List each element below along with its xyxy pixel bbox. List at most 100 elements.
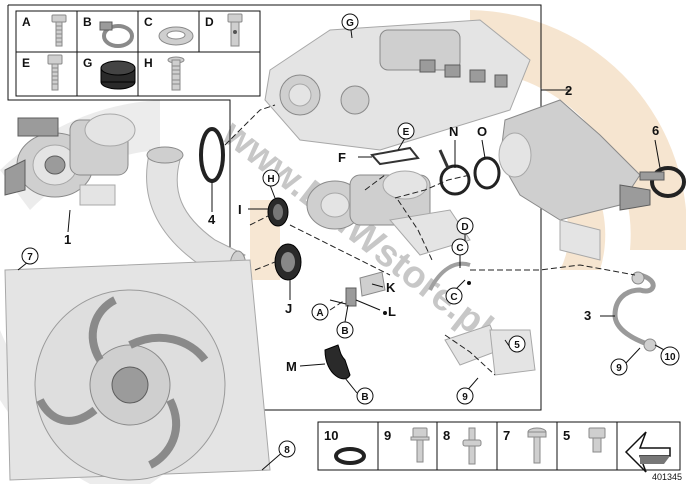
stud-icon [462,427,482,465]
fan-shroud-part-7 [4,259,271,481]
label-part-2: 2 [565,83,572,98]
circled-label-9-right: 9 [610,358,628,376]
legend-cell-8: 8 [443,427,482,465]
torx-screw-icon [527,427,547,464]
hex-bolt-icon-5 [588,427,606,453]
circled-label-10: 10 [660,346,680,366]
svg-text:A: A [316,308,323,319]
svg-text:G: G [346,18,354,29]
legend-number-7: 7 [503,428,510,443]
legend-letter-G: G [83,56,92,70]
legend-cell-H: H [144,56,185,91]
seal-ring-part-O [473,156,501,190]
legend-letter-C: C [144,15,153,29]
circled-label-D: D [456,217,474,235]
svg-text:B: B [361,392,368,403]
legend-number-10: 10 [324,428,338,443]
top-legend-table: A B C D [15,10,261,97]
connection-dots [383,281,471,315]
svg-text:E: E [403,127,410,138]
circled-label-8: 8 [278,440,296,458]
svg-text:5: 5 [514,340,520,351]
label-part-O: O [477,124,487,139]
label-part-6: 6 [652,123,659,138]
stud-bolt-icon [167,56,185,91]
circled-label-G: G [341,13,359,31]
svg-text:9: 9 [462,392,468,403]
circled-label-H: H [262,169,280,187]
legend-letter-B: B [83,15,92,29]
svg-text:C: C [456,243,463,254]
label-part-J: J [285,301,292,316]
exhaust-clamp-part-6 [639,166,686,198]
turbocharger-middle [306,170,471,256]
legend-letter-E: E [22,56,30,70]
assembly-lines [224,104,636,376]
svg-text:8: 8 [284,445,290,456]
intake-manifold-part-G [264,19,531,151]
legend-cell-9: 9 [384,427,430,463]
o-ring-icon [334,447,366,465]
legend-number-9: 9 [384,428,391,443]
label-part-I: I [238,202,242,217]
svg-text:7: 7 [27,252,33,263]
legend-cell-A: A [22,14,67,47]
hose-clamp-icon [99,21,134,48]
label-part-1: 1 [64,232,71,247]
bolt-part-L [345,287,357,307]
gasket-part-F [370,146,420,166]
svg-text:H: H [267,174,274,185]
circled-label-B-upper: B [336,321,354,339]
legend-number-8: 8 [443,428,450,443]
label-part-K: K [386,280,396,295]
hose-part-M [324,344,351,380]
label-part-N: N [449,124,458,139]
gasket-part-4 [199,127,225,183]
label-part-3: 3 [584,308,591,323]
circled-label-5: 5 [508,335,526,353]
legend-letter-H: H [144,56,153,70]
bottom-legend-table: 10 9 8 7 [317,421,681,473]
legend-cell-D: D [205,13,243,47]
seal-part-I [267,197,289,227]
svg-text:B: B [341,326,348,337]
legend-number-5: 5 [563,428,570,443]
bolt-icon [51,14,67,47]
label-part-M: M [286,359,297,374]
label-part-F: F [338,150,346,165]
label-part-4: 4 [208,212,216,227]
circled-label-C-upper: C [451,238,469,256]
circled-label-7: 7 [21,247,39,265]
circled-label-B-lower: B [356,387,374,405]
legend-cell-C: C [144,15,194,46]
legend-cell-10: 10 [324,428,366,465]
circled-label-A: A [311,303,329,321]
turbocharger-part-1 [4,113,136,206]
arrow-reference-icon [624,431,671,473]
label-part-L: L [388,304,396,319]
number-labels: 1 2 3 4 6 [64,83,659,323]
flange-bolt-icon [410,427,430,463]
legend-cell-arrow [624,431,671,473]
legend-cell-G: G [83,56,136,90]
washer-icon [158,26,194,46]
legend-cell-5: 5 [563,427,606,453]
banjo-bolt-icon [227,13,243,47]
hex-bolt-icon [47,54,63,91]
circled-labels: 7 8 5 9 9 10 G E [21,13,680,458]
svg-text:D: D [461,222,468,233]
svg-text:9: 9 [616,363,622,374]
circled-label-C-lower: C [445,287,463,305]
letter-labels: F I J K L M N O [238,124,487,374]
svg-text:10: 10 [664,352,676,363]
oil-pipe-part-3 [612,271,657,352]
svg-text:C: C [450,292,457,303]
circled-label-9-center: 9 [456,387,474,405]
rubber-cap-icon [100,60,136,90]
legend-letter-D: D [205,15,214,29]
circled-label-E: E [397,122,415,140]
legend-cell-7: 7 [503,427,547,464]
catalog-number: 401345 [652,472,682,482]
seal-part-J [274,243,302,281]
